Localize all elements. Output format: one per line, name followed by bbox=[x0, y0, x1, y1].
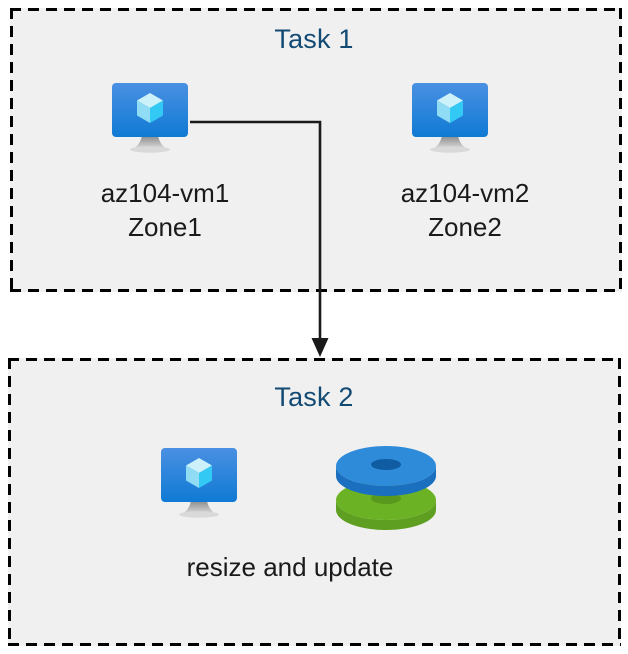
azure-virtual-machine-icon bbox=[409, 81, 507, 161]
dashed-border-right bbox=[619, 8, 622, 292]
arrowhead-icon bbox=[311, 338, 329, 357]
dashed-border-top bbox=[8, 358, 621, 361]
task-2-group-box bbox=[8, 358, 621, 646]
blue-disk bbox=[336, 446, 436, 496]
dashed-border-top bbox=[10, 8, 622, 11]
task-2-caption: resize and update bbox=[186, 552, 394, 582]
azure-disks-icon bbox=[332, 444, 440, 530]
azure-virtual-machine-icon bbox=[109, 81, 207, 161]
dashed-border-left bbox=[8, 358, 11, 646]
task-2-title: Task 2 bbox=[274, 382, 354, 412]
dashed-border-right bbox=[618, 358, 621, 646]
dashed-border-bottom bbox=[8, 643, 621, 646]
vm2-label: az104-vm2 Zone2 bbox=[400, 178, 530, 242]
dashed-border-left bbox=[10, 8, 13, 292]
vm1-label: az104-vm1 Zone1 bbox=[100, 178, 230, 242]
task-1-title: Task 1 bbox=[274, 24, 354, 54]
azure-virtual-machine-icon bbox=[158, 446, 256, 526]
dashed-border-bottom bbox=[10, 289, 622, 292]
